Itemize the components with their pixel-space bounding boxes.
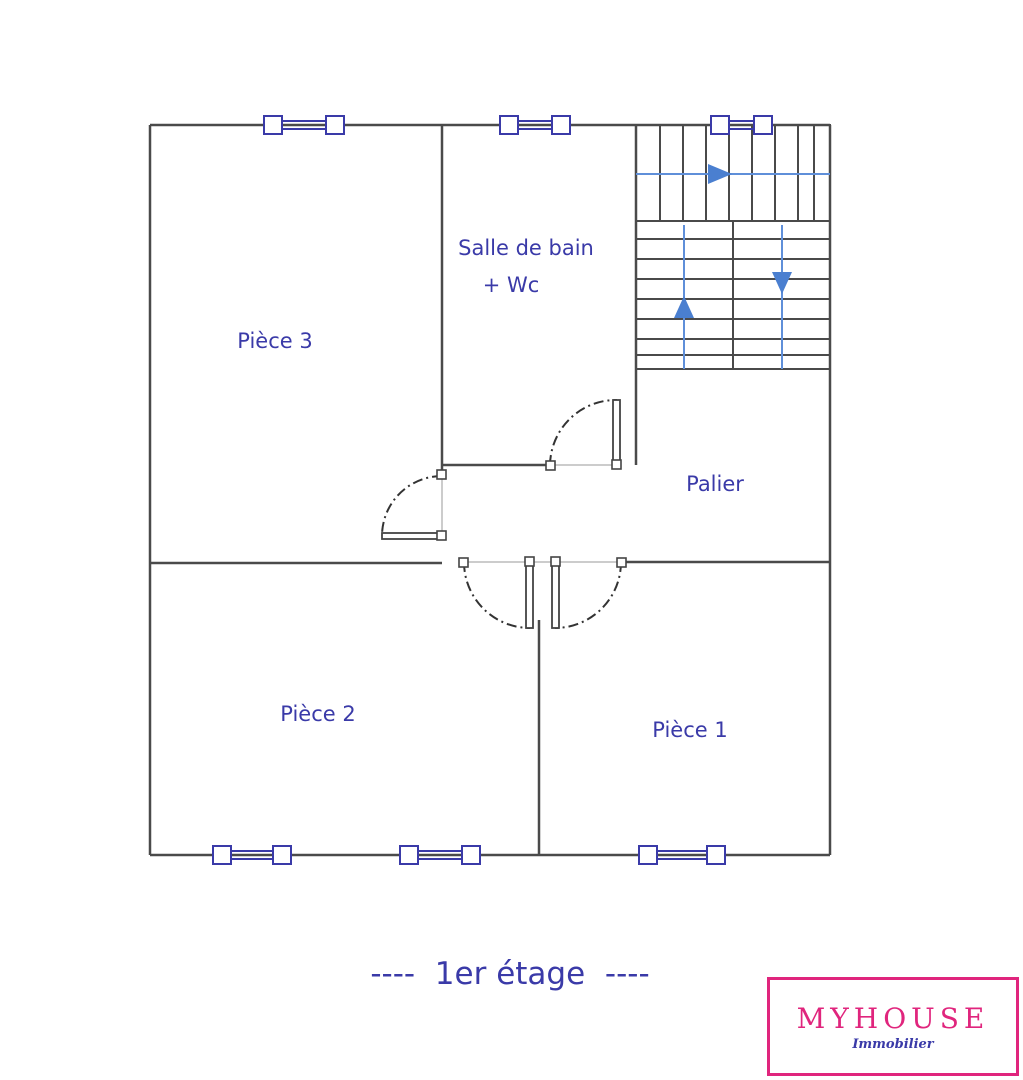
- doors: [381, 398, 627, 629]
- window-piece-2-left: [212, 845, 292, 865]
- room-label-bathroom-line1: Salle de bain: [458, 236, 594, 260]
- myhouse-logo: MYHOUSE Immobilier: [767, 977, 1019, 1076]
- door-piece-3: [381, 469, 447, 541]
- floor-caption: ---- 1er étage ----: [370, 956, 649, 992]
- window-piece-2-right: [399, 845, 481, 865]
- logo-brand: MYHOUSE: [796, 1002, 990, 1035]
- staircase: [635, 124, 831, 370]
- room-label-bathroom-line2: + Wc: [483, 273, 540, 297]
- window-stairs-top: [710, 115, 773, 135]
- window-piece-3-top: [263, 115, 345, 135]
- room-label-piece-1: Pièce 1: [652, 718, 727, 742]
- room-label-piece-3: Pièce 3: [237, 329, 312, 353]
- room-label-palier: Palier: [686, 472, 744, 496]
- logo-subtitle: Immobilier: [852, 1037, 934, 1052]
- stair-direction-arrows: [636, 164, 830, 369]
- windows: [212, 115, 773, 865]
- door-piece-1: [550, 556, 627, 629]
- door-bathroom: [545, 398, 622, 471]
- window-bathroom-top: [499, 115, 571, 135]
- room-label-piece-2: Pièce 2: [280, 702, 355, 726]
- door-piece-2: [458, 556, 535, 629]
- window-piece-1: [638, 845, 726, 865]
